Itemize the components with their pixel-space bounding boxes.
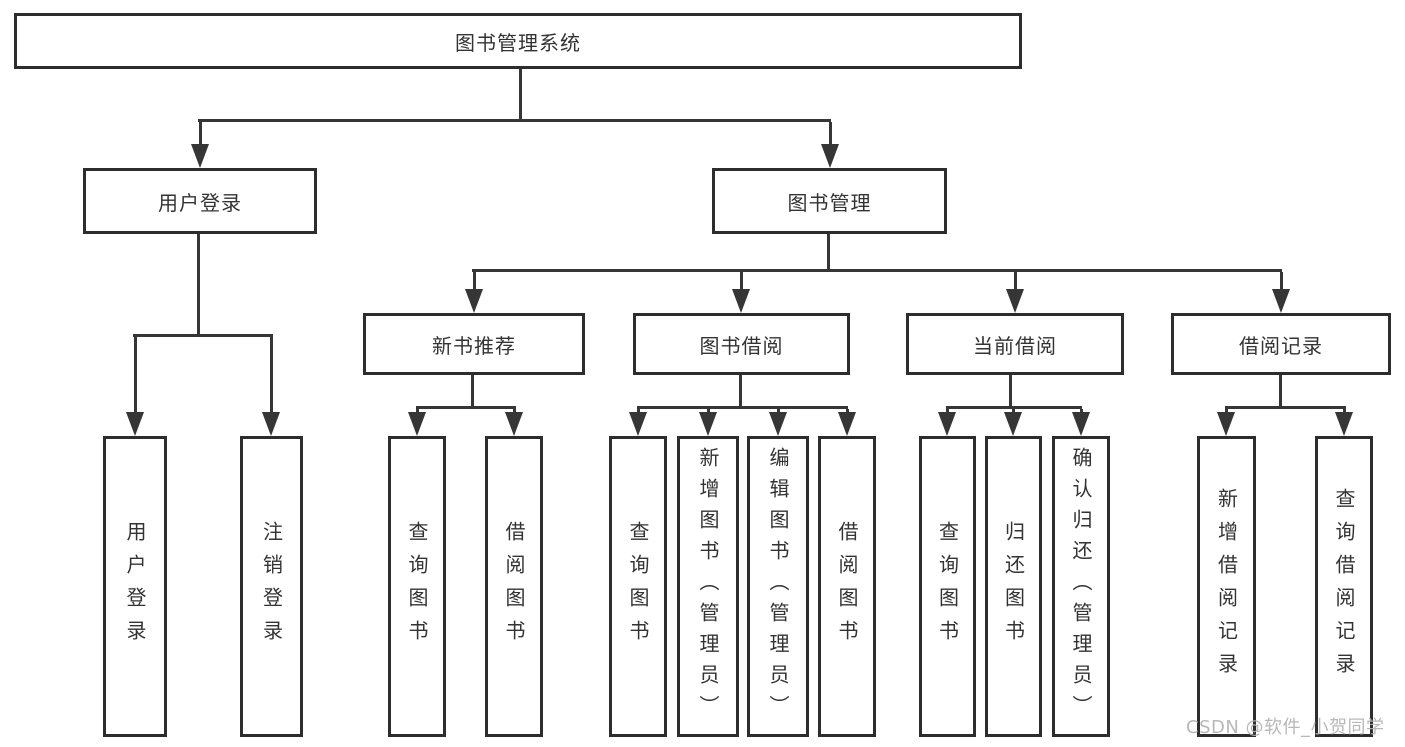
connector-rail-book-borrow xyxy=(637,406,848,409)
leaf-label: 注销登录 xyxy=(259,520,284,653)
csdn-watermark: CSDN @软件_小贺同学 xyxy=(1186,717,1385,738)
leaf-label: 归还图书 xyxy=(1001,520,1026,653)
leaf-borrow-books: 借阅图书 xyxy=(485,436,543,737)
leaf-label: 用户登录 xyxy=(123,520,147,653)
connector-stem-new-book xyxy=(471,375,474,406)
arrow-down xyxy=(628,409,648,436)
node-new-book-recommend: 新书推荐 xyxy=(363,313,585,375)
leaf-label: 新增借阅记录 xyxy=(1214,487,1239,686)
leaf-label: 查询借阅记录 xyxy=(1332,487,1356,686)
node-label: 图书管理 xyxy=(787,190,872,215)
connector-stem-root xyxy=(519,69,522,119)
arrow-down xyxy=(125,337,145,436)
connector-rail-new-book xyxy=(416,406,516,409)
node-current-borrow: 当前借阅 xyxy=(906,313,1124,375)
leaf-label: 确认归还（管理员） xyxy=(1069,447,1093,726)
leaf-confirm-return-admin: 确认归还（管理员） xyxy=(1052,436,1110,737)
leaf-user-login: 用户登录 xyxy=(103,436,167,737)
leaf-query-books: 查询图书 xyxy=(609,436,667,737)
leaf-label: 查询图书 xyxy=(626,520,650,653)
arrow-down xyxy=(768,409,788,436)
connector-rail-user-login xyxy=(133,334,273,337)
leaf-edit-books-admin: 编辑图书（管理员） xyxy=(747,436,809,737)
connector-stem-current-borrow xyxy=(1009,375,1012,406)
connector-rail-borrow-records xyxy=(1225,406,1346,409)
arrow-down xyxy=(837,409,857,436)
arrow-down xyxy=(1271,272,1291,313)
arrow-down xyxy=(504,409,524,436)
node-user-login: 用户登录 xyxy=(83,168,317,234)
arrow-down xyxy=(820,122,840,168)
node-label: 图书借阅 xyxy=(699,333,784,358)
leaf-label: 借阅图书 xyxy=(835,520,859,653)
leaf-label: 新增图书（管理员） xyxy=(696,447,720,726)
connector-stem-book-borrow xyxy=(739,375,742,406)
connector-rail-level2 xyxy=(198,119,831,122)
leaf-borrow-books: 借阅图书 xyxy=(818,436,876,737)
leaf-add-books-admin: 新增图书（管理员） xyxy=(677,436,739,737)
node-label: 新书推荐 xyxy=(432,333,516,358)
leaf-label: 编辑图书（管理员） xyxy=(766,447,790,726)
leaf-label: 借阅图书 xyxy=(502,520,526,653)
node-label: 借阅记录 xyxy=(1239,333,1323,358)
arrow-down xyxy=(731,272,751,313)
connector-rail-current-borrow xyxy=(946,406,1082,409)
leaf-query-books: 查询图书 xyxy=(388,436,446,737)
leaf-label: 查询图书 xyxy=(405,520,429,653)
node-borrow-records: 借阅记录 xyxy=(1171,313,1391,375)
node-label: 用户登录 xyxy=(158,190,242,215)
leaf-query-borrow-record: 查询借阅记录 xyxy=(1315,436,1373,737)
arrow-down xyxy=(937,409,957,436)
arrow-down xyxy=(464,272,484,313)
arrow-down xyxy=(1071,409,1091,436)
arrow-down xyxy=(1334,409,1354,436)
connector-rail-level3 xyxy=(472,269,1282,272)
node-root: 图书管理系统 xyxy=(14,13,1022,69)
arrow-down xyxy=(261,337,281,436)
arrow-down xyxy=(407,409,427,436)
node-book-management: 图书管理 xyxy=(712,168,947,234)
connector-stem-borrow-records xyxy=(1279,375,1282,406)
leaf-add-borrow-record: 新增借阅记录 xyxy=(1197,436,1256,737)
arrow-down xyxy=(1216,409,1236,436)
arrow-down xyxy=(1005,272,1025,313)
node-label: 当前借阅 xyxy=(973,333,1057,358)
arrow-down xyxy=(1003,409,1023,436)
leaf-label: 查询图书 xyxy=(935,520,960,653)
leaf-return-books: 归还图书 xyxy=(985,436,1042,737)
leaf-logout: 注销登录 xyxy=(240,436,303,737)
connector-stem-book-mgmt xyxy=(827,234,830,269)
arrow-down xyxy=(698,409,718,436)
node-book-borrow: 图书借阅 xyxy=(633,313,850,375)
leaf-query-books: 查询图书 xyxy=(919,436,976,737)
arrow-down xyxy=(190,122,210,168)
connector-stem-user-login xyxy=(197,234,200,334)
node-root-label: 图书管理系统 xyxy=(455,30,581,55)
